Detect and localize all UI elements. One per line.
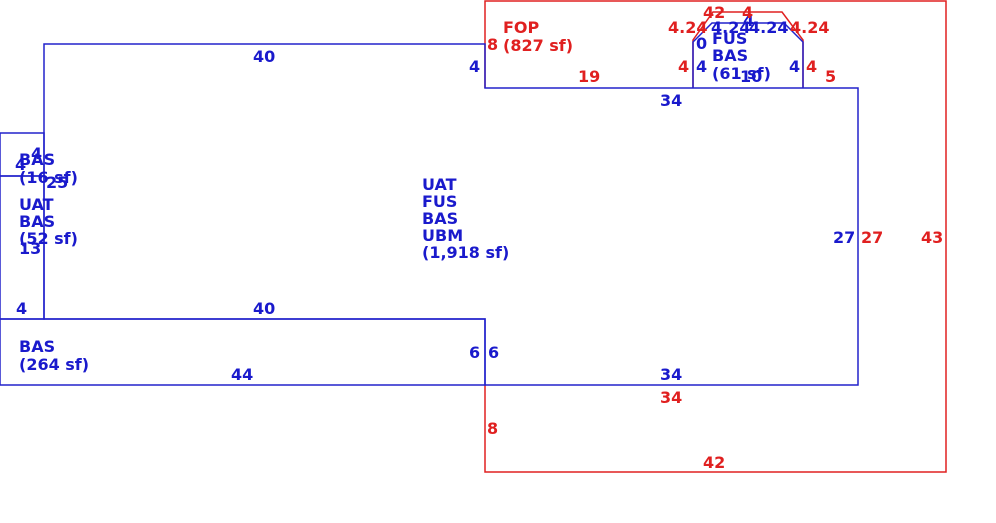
dim-bay-diag-right: 4.24 <box>749 18 788 37</box>
bottom-box <box>0 318 486 386</box>
dim-main-right-top: 34 <box>660 91 682 110</box>
dim-fop-left-bottom: 8 <box>487 419 498 438</box>
bay-area-label: FUS BAS (61 sf) <box>712 29 771 83</box>
main-area-line-1: UAT <box>422 175 457 194</box>
left-mid-area-line-2: BAS <box>19 212 55 231</box>
bottom-area-line-2: (264 sf) <box>19 355 89 374</box>
dim-left-mid-bottom: 4 <box>16 299 27 318</box>
dim-fop-bay-diag-left: 4.24 <box>668 18 707 37</box>
bay-area-line-2: BAS <box>712 46 748 65</box>
bay-outline <box>692 22 804 88</box>
dim-fop-right: 43 <box>921 228 943 247</box>
dim-fop-left-top: 8 <box>487 35 498 54</box>
dim-fop-bay-diag-right: 4.24 <box>790 18 829 37</box>
dim-main-top: 40 <box>253 47 275 66</box>
dim-fop-right-notch: 5 <box>825 67 836 86</box>
dim-main-right-bottom: 34 <box>660 365 682 384</box>
fop-area-line-1: FOP <box>503 18 540 37</box>
dim-fop-top: 42 <box>703 3 725 22</box>
dim-main-step: 4 <box>469 57 480 76</box>
dim-left-top-h: 4 <box>15 155 26 174</box>
dim-bottom-h-right: 6 <box>488 343 499 362</box>
left-mid-area-line-3: (52 sf) <box>19 229 78 248</box>
dim-left-top-w: 4 <box>31 144 42 163</box>
left-top-area-line-1: BAS <box>19 150 55 169</box>
dim-bay-top: 4 <box>743 11 754 30</box>
dim-main-right-side: 27 <box>833 228 855 247</box>
dim-bay-zero: 0 <box>696 34 707 53</box>
bottom-area-label: BAS (264 sf) <box>19 337 89 374</box>
dim-bottom-h-left: 6 <box>469 343 480 362</box>
dim-left-mid-w: 25 <box>46 173 68 192</box>
left-mid-area-line-1: UAT <box>19 195 54 214</box>
dim-bay-bottom: 10 <box>740 67 762 86</box>
fop-outline <box>484 0 947 473</box>
left-top-area-line-2: (16 sf) <box>19 168 78 187</box>
bay-area-line-3: (61 sf) <box>712 64 771 83</box>
dim-fop-inner-bottom: 34 <box>660 388 682 407</box>
fop-area-line-2: (827 sf) <box>503 36 573 55</box>
dim-bay-side-right: 4 <box>789 57 800 76</box>
fop-area-label: FOP (827 sf) <box>503 18 573 55</box>
left-top-area-label: BAS (16 sf) <box>19 150 78 187</box>
dim-fop-bay-left: 4 <box>678 57 689 76</box>
main-area-line-3: BAS <box>422 209 458 228</box>
dim-bottom-w: 44 <box>231 365 253 384</box>
left-mid-area-label: UAT BAS (52 sf) <box>19 195 78 248</box>
dim-fop-bay-top: 4 <box>742 3 753 22</box>
dim-fop-inner-right: 27 <box>861 228 883 247</box>
main-area-line-2: FUS <box>422 192 457 211</box>
dim-fop-bottom: 42 <box>703 453 725 472</box>
main-area-line-4: UBM <box>422 226 463 245</box>
dim-left-mid-h: 13 <box>19 239 41 258</box>
dim-fop-notch: 19 <box>578 67 600 86</box>
bay-area-line-1: FUS <box>712 29 747 48</box>
dim-bay-side-left: 4 <box>696 57 707 76</box>
main-area-label: UAT FUS BAS UBM (1,918 sf) <box>422 175 509 262</box>
dim-bay-diag-left: 4.24 <box>711 18 750 37</box>
main-area-line-5: (1,918 sf) <box>422 243 509 262</box>
bottom-area-line-1: BAS <box>19 337 55 356</box>
dim-main-bottom-inner: 40 <box>253 299 275 318</box>
dim-fop-bay-right: 4 <box>806 57 817 76</box>
